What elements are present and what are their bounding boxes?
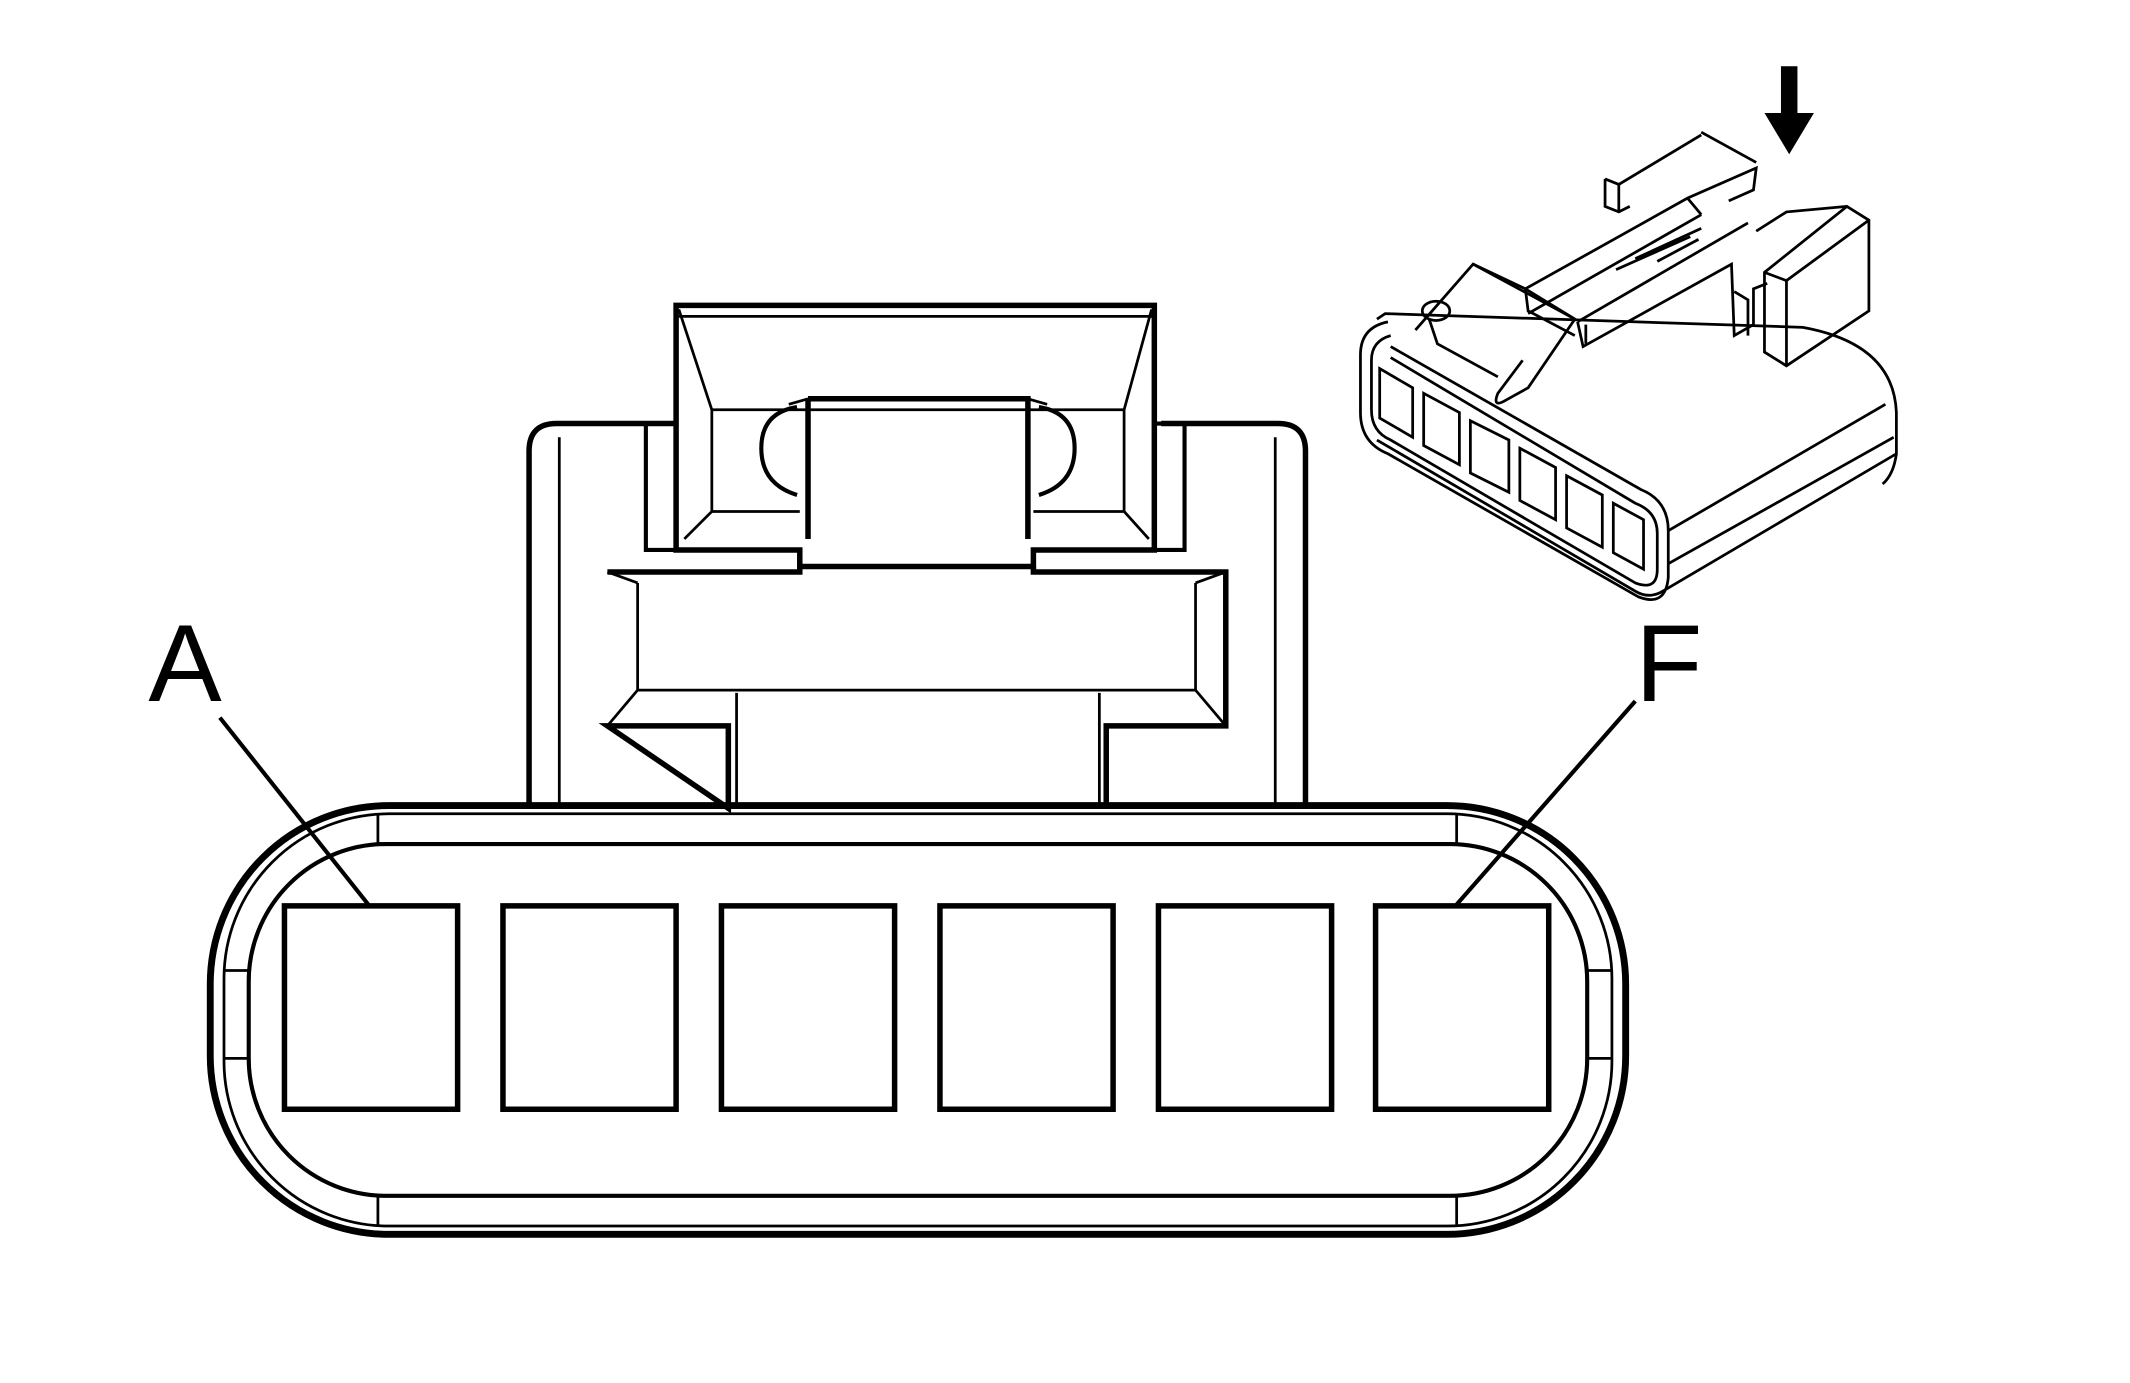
cavity-e [1155, 903, 1335, 1113]
pin-label-f: F [1635, 602, 1702, 725]
latch-housing [526, 302, 1309, 814]
cavity-d [937, 903, 1116, 1113]
connector-face-view: A F [148, 302, 1702, 1238]
pin-callouts: A F [148, 602, 1702, 906]
cavity-a [281, 903, 461, 1113]
cavity-c [718, 903, 898, 1113]
connector-iso-inset [1359, 66, 1898, 601]
crossbar [598, 566, 1229, 814]
lock-tab [673, 302, 1158, 570]
iso-cavities [1378, 366, 1645, 572]
cavity-row [281, 903, 1552, 1113]
arrow-down-icon [1764, 66, 1814, 155]
connector-body [206, 802, 1630, 1238]
leader-line-a [218, 716, 370, 906]
cavity-f [1372, 903, 1552, 1113]
cavity-b [500, 903, 679, 1113]
leader-line-f [1455, 699, 1637, 906]
pin-label-a: A [148, 602, 222, 725]
